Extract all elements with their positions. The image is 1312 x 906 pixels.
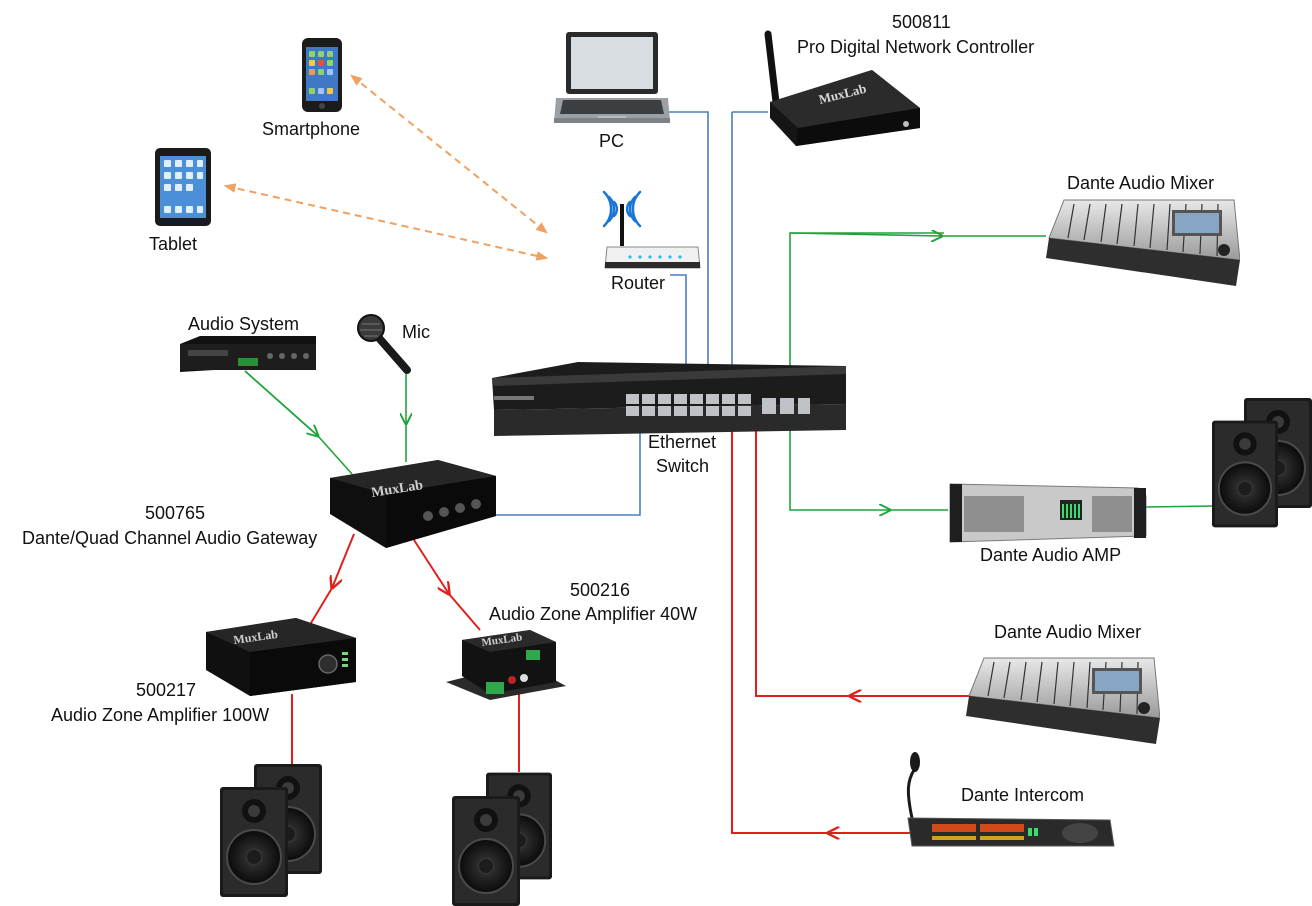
wireless-links	[223, 74, 549, 261]
switch-label-line1: Ethernet	[648, 432, 717, 452]
amp40-model-label: 500216	[570, 580, 631, 600]
amp100-name-label: Audio Zone Amplifier 100W	[51, 705, 270, 725]
ethernet-switch-device	[492, 362, 846, 436]
dante-amp-device	[949, 483, 1147, 543]
svg-text:MuxLab: MuxLab	[481, 631, 523, 649]
dante-intercom-device	[906, 752, 1115, 847]
speaker-amp-front	[1212, 419, 1278, 529]
controller-model-label: 500811	[892, 12, 951, 32]
dante-output-links	[291, 418, 980, 833]
dante-amp-label: Dante Audio AMP	[980, 545, 1122, 565]
mic-label: Mic	[402, 322, 430, 342]
smartphone-device	[302, 38, 342, 112]
mixer-top-label: Dante Audio Mixer	[1067, 173, 1215, 193]
network-controller-device: MuxLab	[764, 30, 920, 146]
smartphone-label: Smartphone	[262, 119, 361, 139]
pc-label: PC	[599, 131, 625, 151]
dante-input-links	[244, 233, 1213, 510]
amp100-model-label: 500217	[136, 680, 197, 700]
speaker-100w-front	[220, 786, 288, 898]
amplifier-100w-device: MuxLab	[206, 618, 356, 696]
router-device	[602, 190, 701, 269]
speaker-40w-front	[452, 796, 520, 906]
amplifier-40w-device: MuxLab	[446, 630, 566, 700]
ethernet-links	[496, 111, 768, 516]
mixer-bottom-label: Dante Audio Mixer	[994, 622, 1142, 642]
pc-laptop	[554, 32, 670, 123]
amp40-name-label: Audio Zone Amplifier 40W	[489, 604, 698, 624]
audio-system-device	[180, 336, 316, 372]
dante-mixer-bottom-device	[965, 657, 1160, 745]
controller-name-label: Pro Digital Network Controller	[797, 37, 1035, 57]
tablet-device	[155, 148, 211, 226]
tablet-label: Tablet	[149, 234, 198, 254]
gateway-name-label: Dante/Quad Channel Audio Gateway	[22, 528, 318, 548]
audio-system-label: Audio System	[188, 314, 300, 334]
dante-mixer-top-device	[1045, 199, 1240, 287]
svg-text:MuxLab: MuxLab	[232, 627, 279, 647]
switch-label-line2: Switch	[656, 456, 710, 476]
audio-gateway-device: MuxLab	[330, 460, 496, 548]
microphone-device	[357, 314, 411, 374]
gateway-model-label: 500765	[145, 503, 206, 523]
router-label: Router	[611, 273, 666, 293]
intercom-label: Dante Intercom	[961, 785, 1085, 805]
